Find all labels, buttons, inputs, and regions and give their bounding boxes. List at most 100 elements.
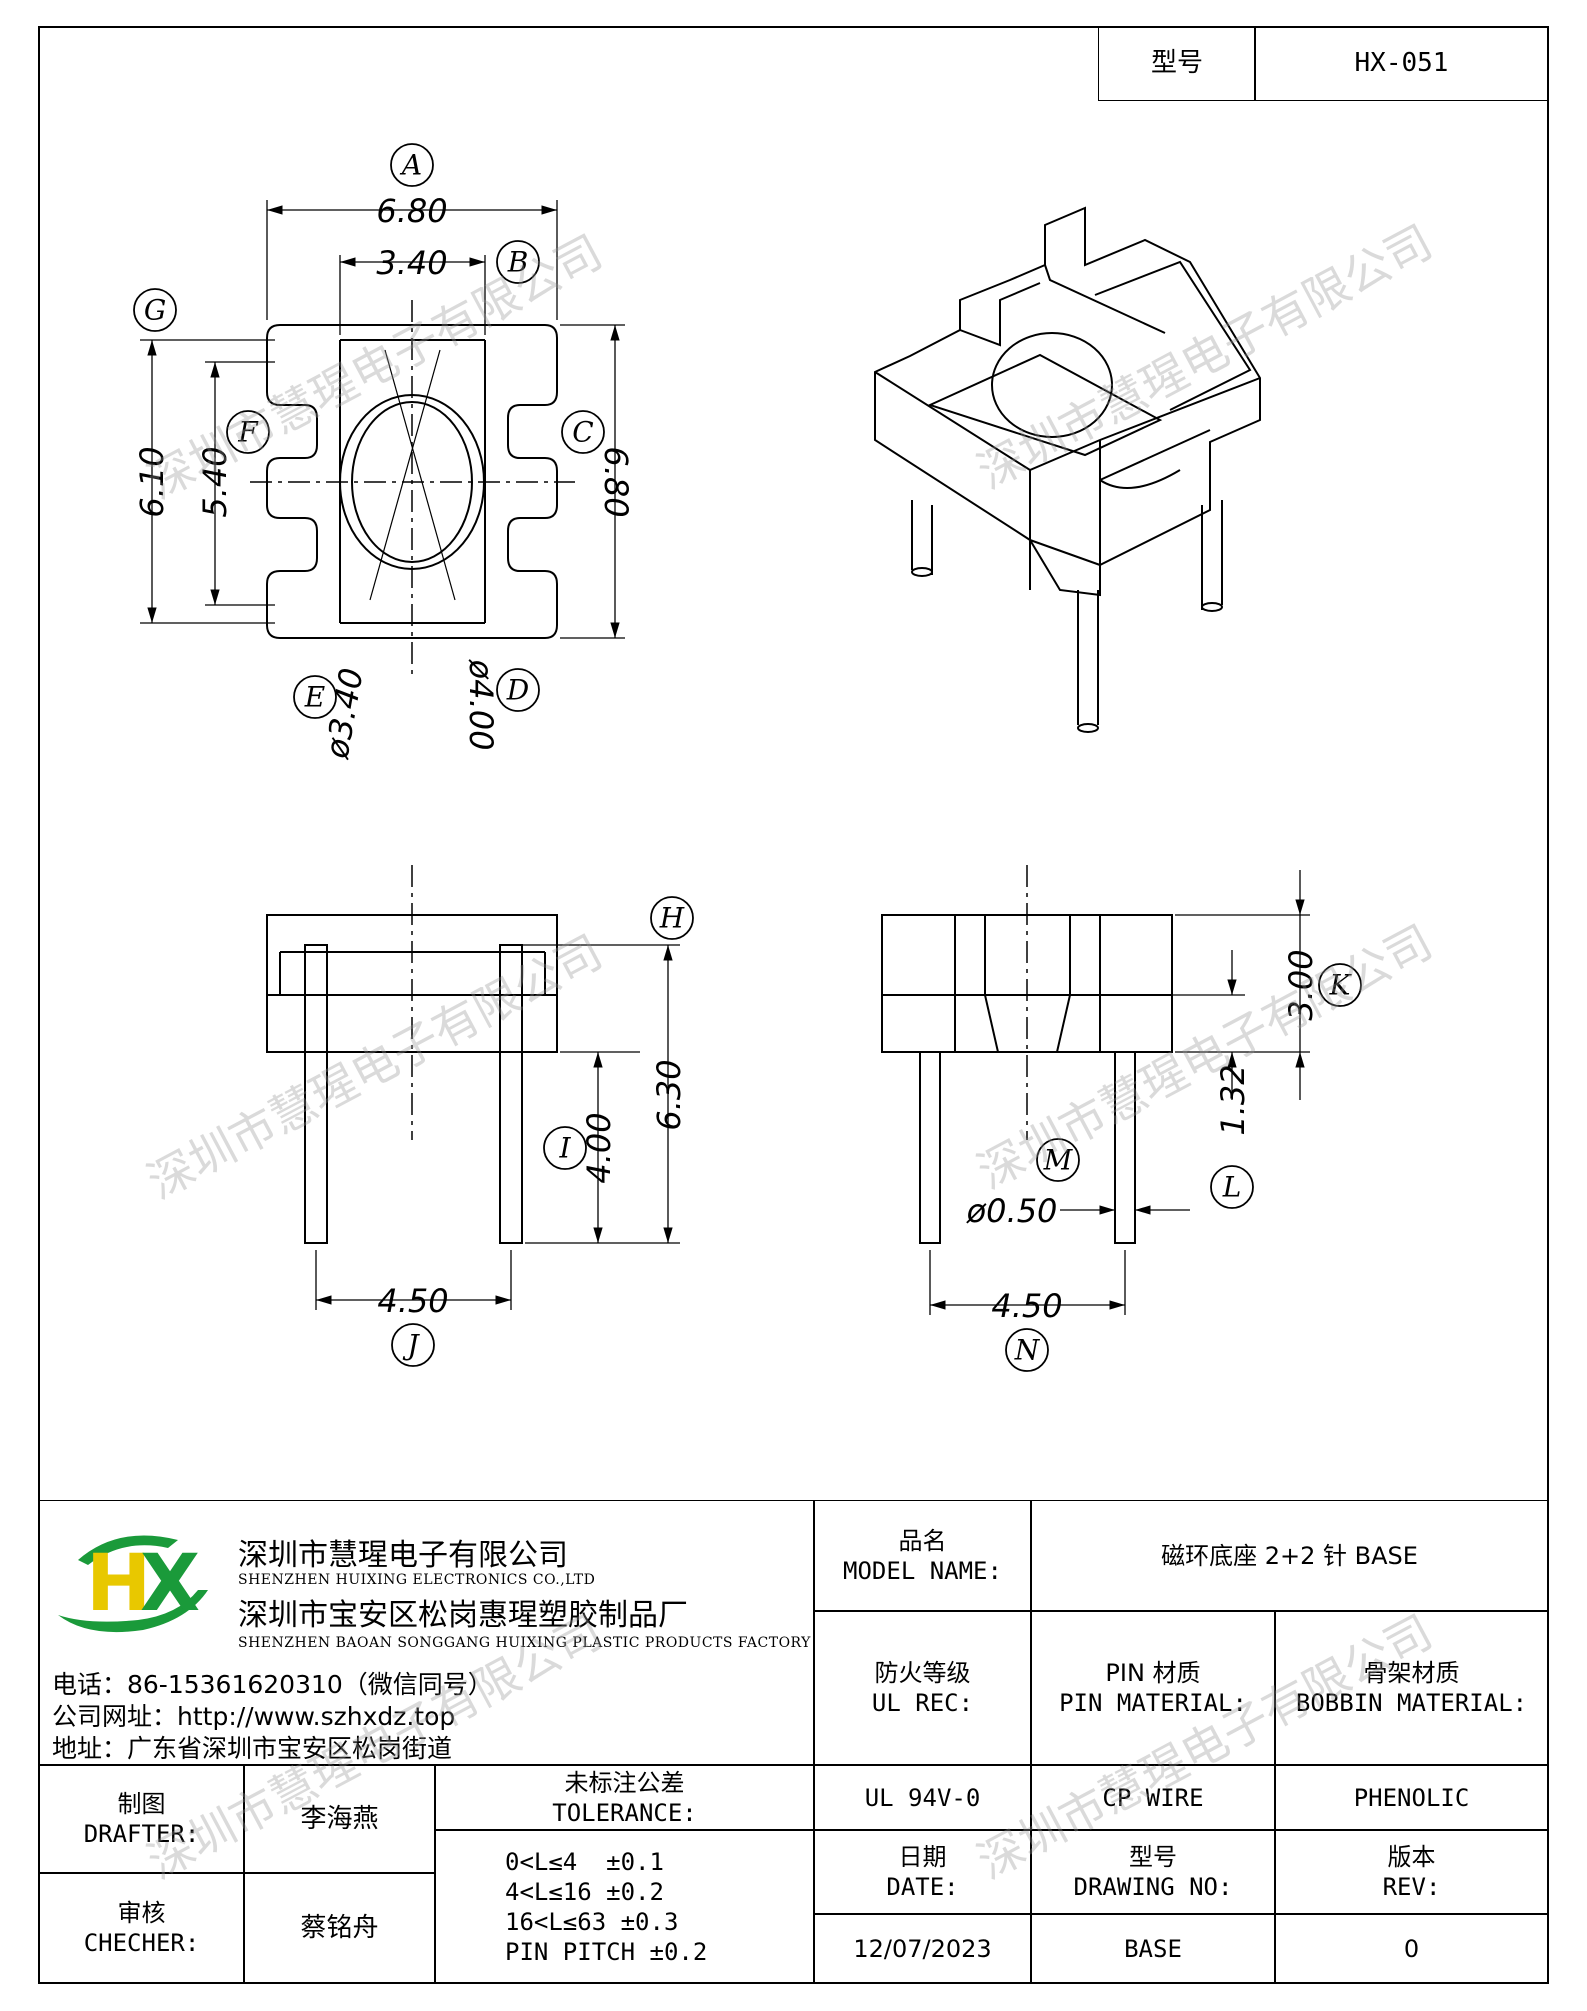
label-f: F bbox=[237, 416, 259, 449]
model-name-value-cell: 磁环底座 2+2 针 BASE bbox=[1030, 1500, 1549, 1612]
tolerance-line-1: 0<L≤4 ±0.1 bbox=[505, 1847, 664, 1876]
bobbin-material-cn: 骨架材质 bbox=[1363, 1659, 1460, 1687]
ul-value: UL 94V-0 bbox=[864, 1783, 981, 1812]
label-i: I bbox=[558, 1132, 571, 1165]
dim-k-value: 3.00 bbox=[1282, 949, 1320, 1020]
company-phone: 电话：86-15361620310（微信同号） bbox=[52, 1670, 493, 1699]
label-d: D bbox=[506, 674, 529, 707]
label-e: E bbox=[304, 681, 325, 714]
drawing-no-en: DRAWING NO: bbox=[1073, 1873, 1233, 1901]
dim-l-value: 1.32 bbox=[1214, 1064, 1252, 1135]
checker-value-cell: 蔡铭舟 bbox=[243, 1872, 436, 1984]
company-name-en: SHENZHEN HUIXING ELECTRONICS CO.,LTD bbox=[238, 1572, 596, 1588]
company-website: 公司网址：http://www.szhxdz.top bbox=[52, 1702, 456, 1731]
checker-value: 蔡铭舟 bbox=[300, 1912, 379, 1943]
ul-value-cell: UL 94V-0 bbox=[813, 1764, 1032, 1831]
ul-label-cell: 防火等级 UL REC: bbox=[813, 1610, 1032, 1766]
model-name-cn: 品名 bbox=[898, 1527, 947, 1555]
rev-en: REV: bbox=[1382, 1873, 1441, 1901]
dim-j-value: 4.50 bbox=[377, 1282, 448, 1320]
drafter-value: 李海燕 bbox=[300, 1803, 379, 1834]
checker-label-cell: 审核 CHECHER: bbox=[38, 1872, 245, 1984]
ul-label-cn: 防火等级 bbox=[874, 1659, 971, 1687]
label-m: M bbox=[1043, 1144, 1074, 1177]
dim-m-value: ø0.50 bbox=[966, 1192, 1058, 1230]
dim-n-value: 4.50 bbox=[991, 1287, 1062, 1325]
label-a: A bbox=[399, 149, 422, 182]
drafter-value-cell: 李海燕 bbox=[243, 1764, 436, 1874]
pin-value-cell: CP WIRE bbox=[1030, 1764, 1276, 1831]
label-j: J bbox=[402, 1329, 420, 1362]
drawing-no-label-cell: 型号 DRAWING NO: bbox=[1030, 1829, 1276, 1915]
bobbin-material-label-cell: 骨架材质 BOBBIN MATERIAL: bbox=[1274, 1610, 1549, 1766]
company-name-cn: 深圳市慧瑆电子有限公司 bbox=[238, 1538, 568, 1573]
label-n: N bbox=[1014, 1334, 1041, 1367]
company-address: 地址：广东省深圳市宝安区松岗街道 bbox=[52, 1734, 453, 1763]
bobbin-value: PHENOLIC bbox=[1353, 1783, 1470, 1812]
pin-material-cn: PIN 材质 bbox=[1105, 1659, 1201, 1687]
rev-cn: 版本 bbox=[1387, 1843, 1436, 1871]
company-logo: H X bbox=[58, 1535, 208, 1633]
tolerance-values-cell: 0<L≤4 ±0.1 4<L≤16 ±0.2 16<L≤63 ±0.3 PIN … bbox=[434, 1829, 815, 1984]
model-name-en: MODEL NAME: bbox=[843, 1557, 1002, 1585]
model-name-value: 磁环底座 2+2 针 BASE bbox=[1161, 1542, 1418, 1570]
checker-en: CHECHER: bbox=[83, 1929, 200, 1957]
logo-h: H bbox=[86, 1539, 151, 1629]
model-value: HX-051 bbox=[1354, 48, 1449, 79]
label-b: B bbox=[507, 246, 529, 279]
rev-value-cell: 0 bbox=[1274, 1913, 1549, 1984]
bobbin-value-cell: PHENOLIC bbox=[1274, 1764, 1549, 1831]
tolerance-line-3: 16<L≤63 ±0.3 bbox=[505, 1907, 679, 1936]
dim-d-value: ø4.00 bbox=[462, 659, 500, 751]
dim-g-value: 6.10 bbox=[133, 446, 171, 517]
model-label: 型号 bbox=[1150, 48, 1203, 79]
bobbin-material-en: BOBBIN MATERIAL: bbox=[1295, 1689, 1528, 1717]
isometric-view bbox=[874, 206, 1261, 733]
dim-h-value: 6.30 bbox=[650, 1059, 688, 1130]
top-view bbox=[250, 300, 575, 680]
logo-x: X bbox=[140, 1539, 200, 1629]
ul-label-en: UL REC: bbox=[871, 1689, 974, 1717]
dim-a-value: 6.80 bbox=[376, 192, 447, 230]
label-g: G bbox=[144, 294, 166, 327]
pin-value: CP WIRE bbox=[1102, 1783, 1204, 1812]
tolerance-line-2: 4<L≤16 ±0.2 bbox=[505, 1877, 664, 1906]
tolerance-line-4: PIN PITCH ±0.2 bbox=[505, 1937, 708, 1966]
company-info-cell bbox=[38, 1500, 815, 1766]
rev-label-cell: 版本 REV: bbox=[1274, 1829, 1549, 1915]
label-k: K bbox=[1329, 969, 1353, 1002]
date-cn: 日期 bbox=[898, 1843, 947, 1871]
dim-i-value: 4.00 bbox=[580, 1112, 618, 1183]
date-label-cell: 日期 DATE: bbox=[813, 1829, 1032, 1915]
label-l: L bbox=[1222, 1171, 1242, 1204]
drawing-no-value-cell: BASE bbox=[1030, 1913, 1276, 1984]
dim-b-value: 3.40 bbox=[376, 244, 447, 282]
model-value-cell: HX-051 bbox=[1254, 26, 1549, 101]
pin-material-label-cell: PIN 材质 PIN MATERIAL: bbox=[1030, 1610, 1276, 1766]
rev-value: 0 bbox=[1403, 1934, 1420, 1963]
label-h: H bbox=[659, 902, 685, 935]
side-view bbox=[881, 865, 1173, 1244]
date-en: DATE: bbox=[886, 1873, 959, 1901]
label-c: C bbox=[572, 416, 593, 449]
dim-f-value: 5.40 bbox=[196, 446, 234, 517]
drafter-label-cell: 制图 DRAFTER: bbox=[38, 1764, 245, 1874]
date-value-cell: 12/07/2023 bbox=[813, 1913, 1032, 1984]
pin-material-en: PIN MATERIAL: bbox=[1059, 1689, 1247, 1717]
drafter-cn: 制图 bbox=[117, 1790, 166, 1818]
drawing-no-value: BASE bbox=[1124, 1934, 1182, 1963]
dim-c-value: 6.80 bbox=[597, 446, 635, 517]
model-name-label-cell: 品名 MODEL NAME: bbox=[813, 1500, 1032, 1612]
model-label-cell: 型号 bbox=[1098, 26, 1256, 101]
drafter-en: DRAFTER: bbox=[83, 1820, 200, 1848]
date-value: 12/07/2023 bbox=[853, 1934, 992, 1963]
drawing-no-cn: 型号 bbox=[1129, 1843, 1177, 1871]
tolerance-en: TOLERANCE: bbox=[552, 1798, 697, 1827]
tolerance-cn: 未标注公差 bbox=[564, 1768, 685, 1797]
tolerance-label-cell: 未标注公差 TOLERANCE: bbox=[434, 1764, 815, 1831]
factory-name-cn: 深圳市宝安区松岗惠瑆塑胶制品厂 bbox=[238, 1598, 688, 1633]
technical-drawing: A B C D E F G H I J K L M N 6.80 3.40 6.… bbox=[133, 143, 1362, 1372]
checker-cn: 审核 bbox=[117, 1899, 166, 1927]
factory-name-en: SHENZHEN BAOAN SONGGANG HUIXING PLASTIC … bbox=[238, 1635, 811, 1651]
front-view bbox=[266, 865, 558, 1244]
